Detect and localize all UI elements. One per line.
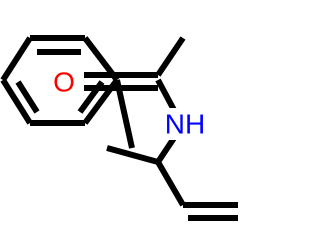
structure-drawing: O NH xyxy=(0,35,238,221)
nitrogen-atom: NH xyxy=(162,108,208,140)
ring-bond-5 xyxy=(0,78,33,125)
ch2-to-ch-bond xyxy=(106,145,159,165)
oxygen-label: O xyxy=(53,67,75,98)
carbonyl-to-nitrogen-bond xyxy=(155,78,177,112)
oxygen-atom: O xyxy=(50,66,78,98)
ch-to-nitrogen-bond xyxy=(155,136,177,164)
nitrogen-label: NH xyxy=(165,109,205,140)
molecule-canvas: O NH xyxy=(0,35,238,221)
allyl-backbone xyxy=(106,79,238,221)
methyl-bond xyxy=(155,36,186,77)
ch-to-vinyl-bond xyxy=(155,160,186,207)
ring-bond-6 xyxy=(0,36,33,82)
ring-to-ch2-bond xyxy=(114,79,135,149)
acetamide-fragment xyxy=(84,36,186,112)
ring-inner-bond-3 xyxy=(15,80,40,114)
